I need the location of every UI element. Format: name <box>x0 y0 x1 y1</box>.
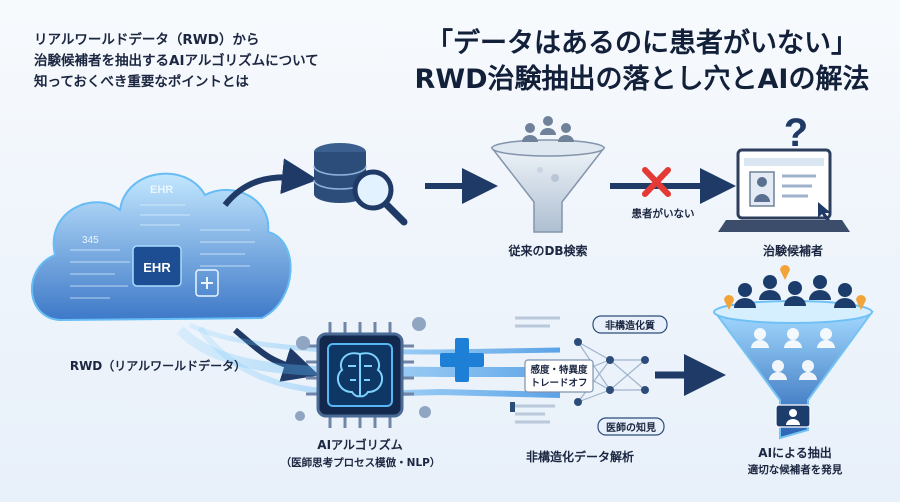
rwd-cloud: EHR EHR 345 <box>30 172 292 322</box>
ehr-top-text: EHR <box>150 184 173 196</box>
ehr-badge-text: EHR <box>143 260 171 275</box>
arrow-cloud-to-db <box>222 158 318 207</box>
tag-doctor <box>597 417 665 436</box>
tag-doctor-text: 医師の知見 <box>606 421 656 434</box>
ai-extract-funnel-icon <box>713 265 874 440</box>
people-icons <box>522 116 574 182</box>
tag-unstructured <box>592 315 668 334</box>
subtitle-line-1: リアルワールドデータ（RWD）から <box>34 32 260 48</box>
db-search-label: 従来のDB検索 <box>508 244 588 258</box>
subtitle-line-2: 治験候補者を抽出するAIアルゴリズムについて <box>34 53 319 69</box>
location-pin-icons <box>724 265 866 310</box>
cloud-number: 345 <box>82 235 99 246</box>
red-x-icon <box>642 167 671 197</box>
laptop-candidate-icon: ? <box>718 111 850 232</box>
unstructured-analysis-label: 非構造化データ解析 <box>525 450 634 464</box>
question-mark-icon: ? <box>784 111 808 155</box>
subtitle-line-3: 知っておくべき重要なポイントとは <box>34 74 249 90</box>
ai-algorithm-sub-label: （医師思考プロセス模倣・NLP） <box>280 457 441 469</box>
title-line-1: 「データはあるのに患者がいない」 <box>426 28 858 59</box>
tag-tradeoff-line-1: 感度・特異度 <box>530 364 588 376</box>
clipboard-icon <box>195 269 219 297</box>
people-crowd-icons <box>734 275 856 308</box>
subtitle: リアルワールドデータ（RWD）から 治験候補者を抽出するAIアルゴリズムについて… <box>34 30 374 93</box>
database-search-icon <box>313 143 408 226</box>
tag-unstructured-text: 非構造化質 <box>605 319 655 332</box>
tag-tradeoff-line-2: トレードオフ <box>530 378 587 389</box>
plus-icon <box>440 338 484 382</box>
no-patient-label: 患者がいない <box>631 208 695 220</box>
main-title: 「データはあるのに患者がいない」 RWD治験抽出の落とし穴とAIの解法 <box>392 26 892 98</box>
brain-icon <box>336 352 384 398</box>
db-funnel-icon <box>490 116 606 233</box>
tag-tradeoff <box>524 359 594 393</box>
document-lines <box>515 316 560 424</box>
cursor-icon <box>818 202 831 222</box>
ai-algorithm-label: AIアルゴリズム <box>317 438 403 452</box>
ehr-badge <box>132 245 182 287</box>
medical-cross-icon <box>201 277 213 289</box>
gear-icons <box>295 317 431 421</box>
ai-extract-label: AIによる抽出 <box>758 446 832 460</box>
doc-marker <box>510 402 515 412</box>
ai-chip-icon <box>295 317 431 428</box>
title-line-2: RWD治験抽出の落とし穴とAIの解法 <box>414 64 870 95</box>
candidate-label: 治験候補者 <box>762 244 823 258</box>
rwd-label: RWD（リアルワールドデータ） <box>69 359 247 373</box>
ai-extract-sub-label: 適切な候補者を発見 <box>747 464 843 476</box>
